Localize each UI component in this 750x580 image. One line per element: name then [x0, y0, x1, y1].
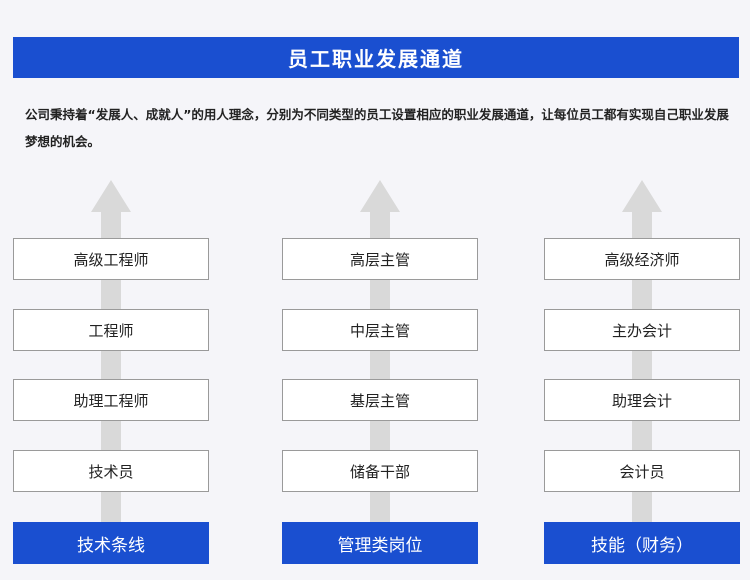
- up-arrow-icon: [360, 180, 400, 212]
- up-arrow-icon: [91, 180, 131, 212]
- section-title-bar: 员工职业发展通道: [13, 37, 739, 78]
- arrow-shaft: [370, 210, 390, 524]
- level-box: 主办会计: [544, 309, 740, 351]
- arrow-shaft: [632, 210, 652, 524]
- up-arrow-icon: [622, 180, 662, 212]
- career-path-technical: 高级工程师 工程师 助理工程师 技术员 技术条线: [13, 180, 209, 564]
- level-box: 助理会计: [544, 379, 740, 421]
- track-label: 技术条线: [13, 522, 209, 564]
- level-box: 高级工程师: [13, 238, 209, 280]
- level-box: 会计员: [544, 450, 740, 492]
- track-label: 管理类岗位: [282, 522, 478, 564]
- arrow-shaft: [101, 210, 121, 524]
- level-box: 中层主管: [282, 309, 478, 351]
- intro-paragraph: 公司秉持着“发展人、成就人”的用人理念，分别为不同类型的员工设置相应的职业发展通…: [25, 107, 729, 149]
- level-box: 助理工程师: [13, 379, 209, 421]
- career-path-management: 高层主管 中层主管 基层主管 储备干部 管理类岗位: [282, 180, 478, 564]
- level-box: 储备干部: [282, 450, 478, 492]
- level-box: 高层主管: [282, 238, 478, 280]
- career-path-finance: 高级经济师 主办会计 助理会计 会计员 技能（财务）: [544, 180, 740, 564]
- level-box: 工程师: [13, 309, 209, 351]
- page-title: 员工职业发展通道: [288, 47, 464, 71]
- level-box: 技术员: [13, 450, 209, 492]
- track-label: 技能（财务）: [544, 522, 740, 564]
- level-box: 高级经济师: [544, 238, 740, 280]
- level-box: 基层主管: [282, 379, 478, 421]
